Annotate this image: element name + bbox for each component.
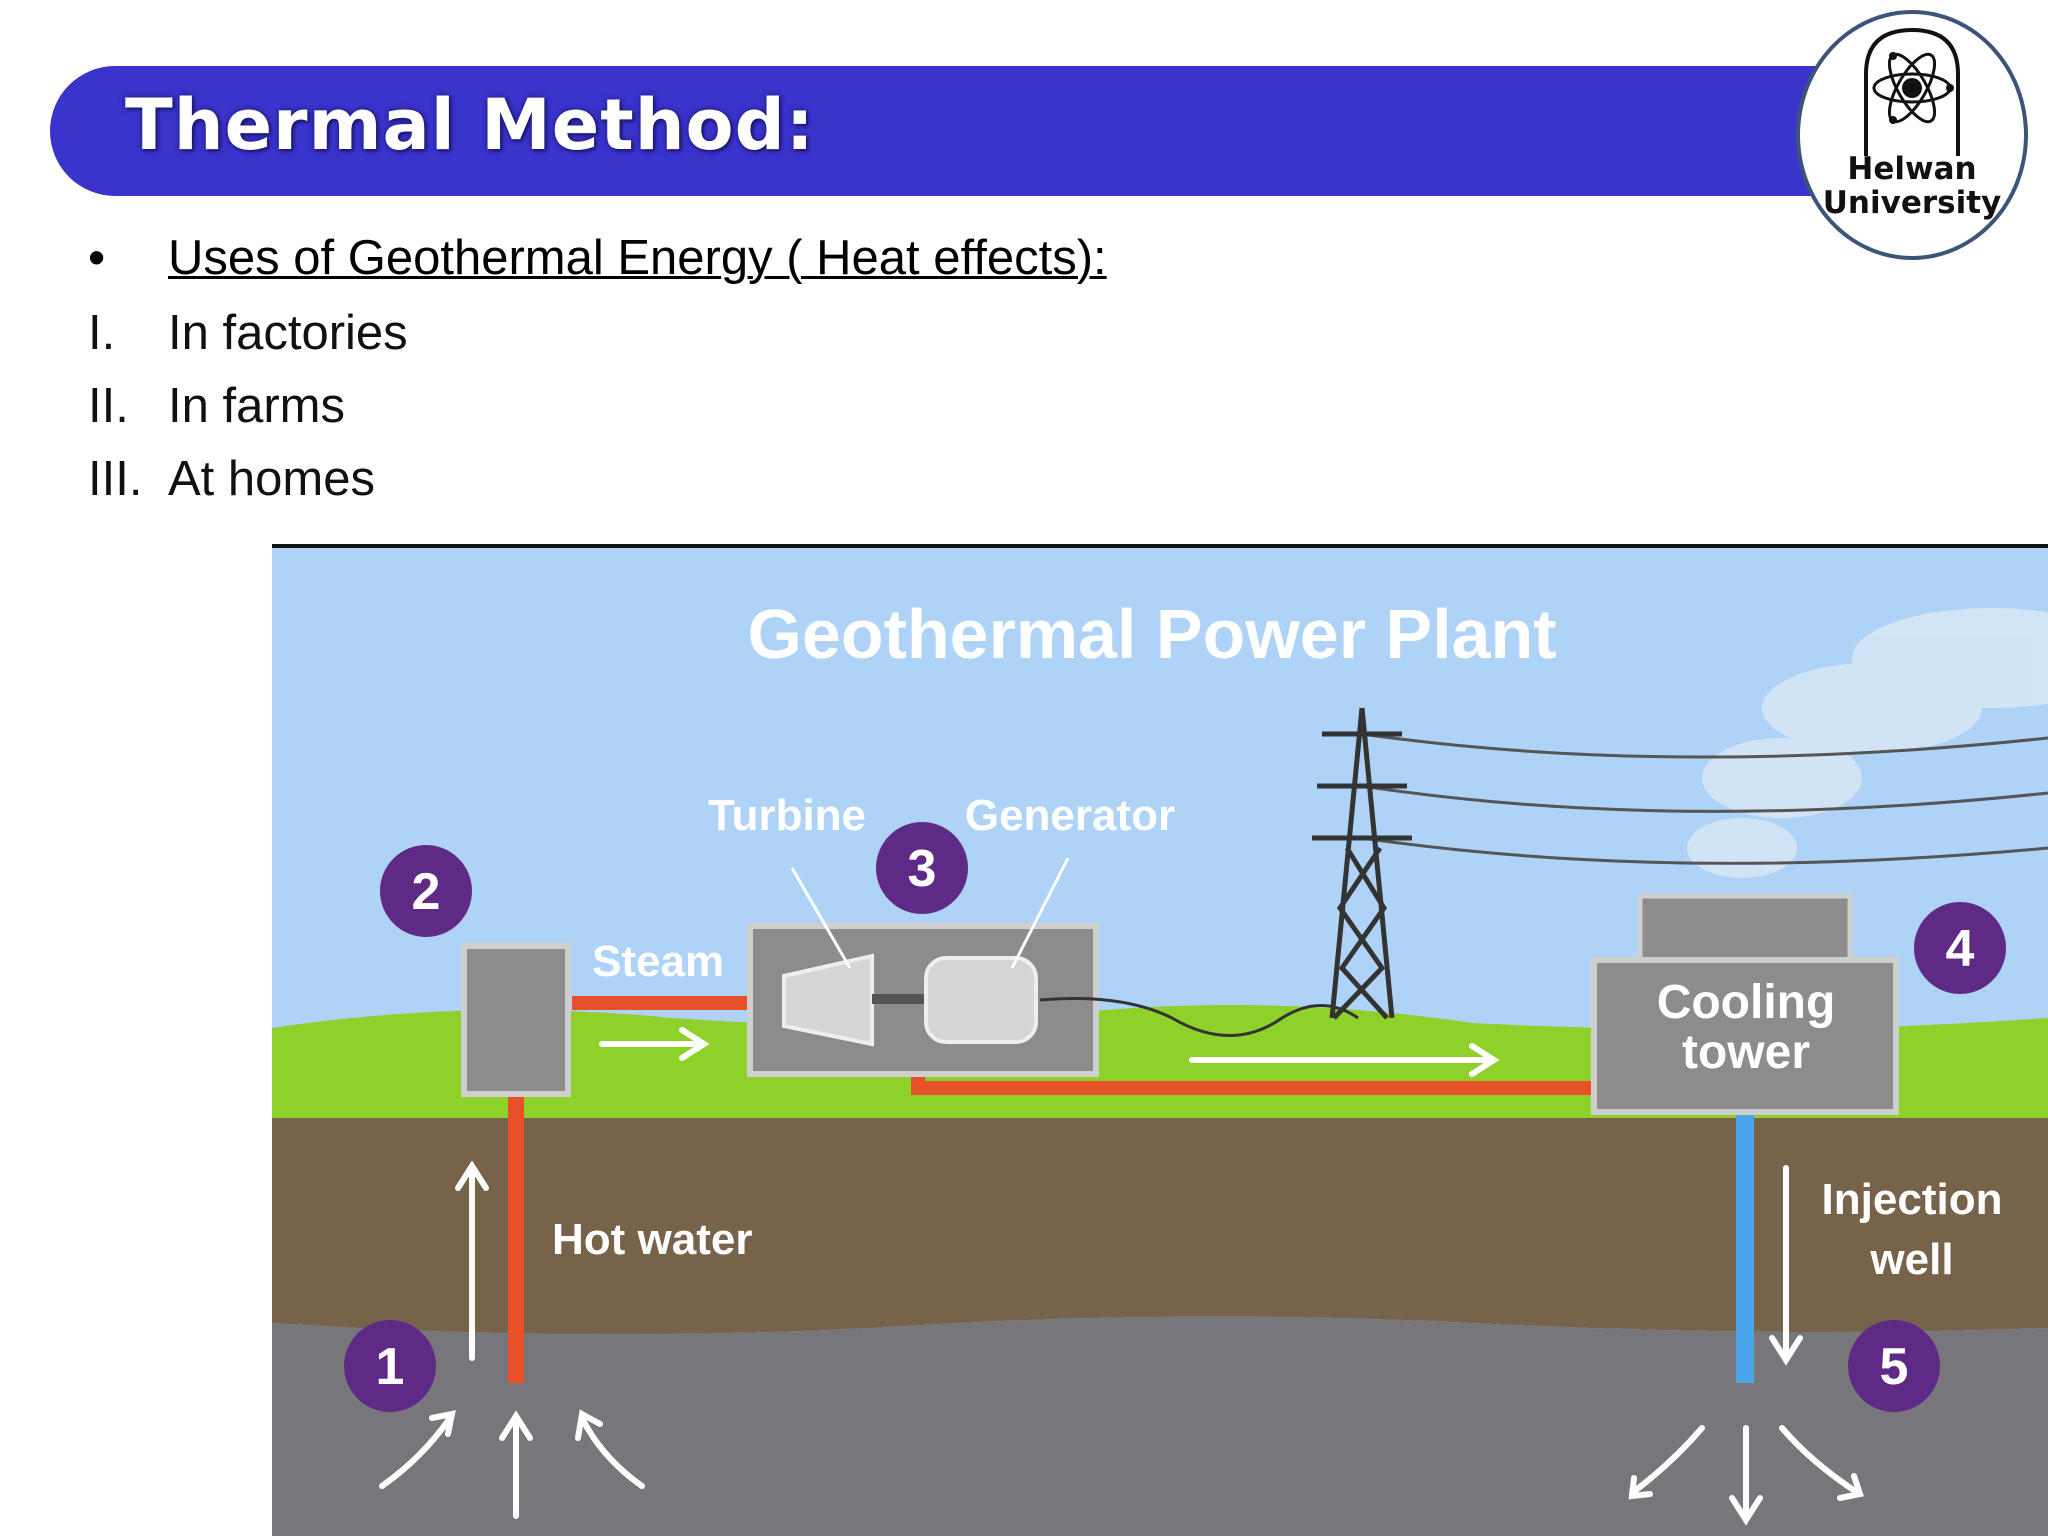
diagram-title: Geothermal Power Plant <box>747 595 1556 673</box>
turbine-label: Turbine <box>708 791 866 840</box>
atom-arch-emblem <box>1864 27 1960 156</box>
logo-line-1: Helwan <box>1847 151 1977 187</box>
flow-arrows <box>379 1027 1864 1526</box>
list-item-label: In farms <box>168 379 345 433</box>
list-item-number: III. <box>88 452 143 506</box>
logo-line-2: University <box>1822 185 2002 221</box>
separator-unit <box>461 943 571 1097</box>
list-item-label: At homes <box>168 452 375 506</box>
soil-layer <box>272 1118 2048 1335</box>
step-number-4: 4 <box>1946 920 1975 978</box>
steam-pipe <box>572 996 752 1010</box>
step-number-1: 1 <box>376 1338 405 1396</box>
step-number-2: 2 <box>412 863 441 921</box>
generator-pointer <box>1010 857 1070 969</box>
list-item-label: In factories <box>168 306 408 360</box>
generator-label: Generator <box>965 791 1175 840</box>
cooling-tower-label-2: tower <box>1682 1026 1810 1079</box>
steam-label: Steam <box>592 937 724 986</box>
cooling-tower <box>1591 957 1899 1115</box>
title-bar: Thermal Method: <box>50 66 1920 196</box>
cooling-tower-label-1: Cooling <box>1657 976 1836 1029</box>
step-badge-4 <box>1914 902 2006 994</box>
step-badges <box>344 822 2006 1412</box>
geothermal-power-plant-diagram: 1 2 3 4 5 Geothermal Power Plant Turbine… <box>272 544 2048 1536</box>
step-number-5: 5 <box>1880 1338 1909 1396</box>
step-badge-5 <box>1848 1320 1940 1412</box>
turbine-pointer <box>790 867 852 969</box>
list-item-number: I. <box>88 306 116 360</box>
shaft <box>872 994 926 1004</box>
step-badge-1 <box>344 1320 436 1412</box>
list-item-number: II. <box>88 379 129 433</box>
hot-water-pipe <box>508 1093 524 1383</box>
uses-heading-text: Uses of Geothermal Energy ( Heat effects… <box>168 231 1107 285</box>
generator-shape <box>924 956 1038 1044</box>
injection-well-label-1: Injection <box>1822 1175 2003 1224</box>
rock-layer <box>272 1316 2048 1536</box>
power-pylon <box>1312 707 1412 1020</box>
generator-cable <box>1039 997 1359 1037</box>
step-number-3: 3 <box>908 840 937 898</box>
helwan-university-logo: Helwan University <box>1796 10 2028 260</box>
power-lines <box>1361 732 2048 865</box>
step-badge-3 <box>876 822 968 914</box>
injection-well-label-2: well <box>1869 1235 1953 1284</box>
hot-water-label: Hot water <box>552 1215 752 1264</box>
step-badge-2 <box>380 845 472 937</box>
injection-pipe <box>1736 1108 1754 1383</box>
slide-title: Thermal Method: <box>125 84 815 166</box>
turbine-shape <box>782 953 874 1047</box>
bullet-icon: • <box>88 231 106 285</box>
